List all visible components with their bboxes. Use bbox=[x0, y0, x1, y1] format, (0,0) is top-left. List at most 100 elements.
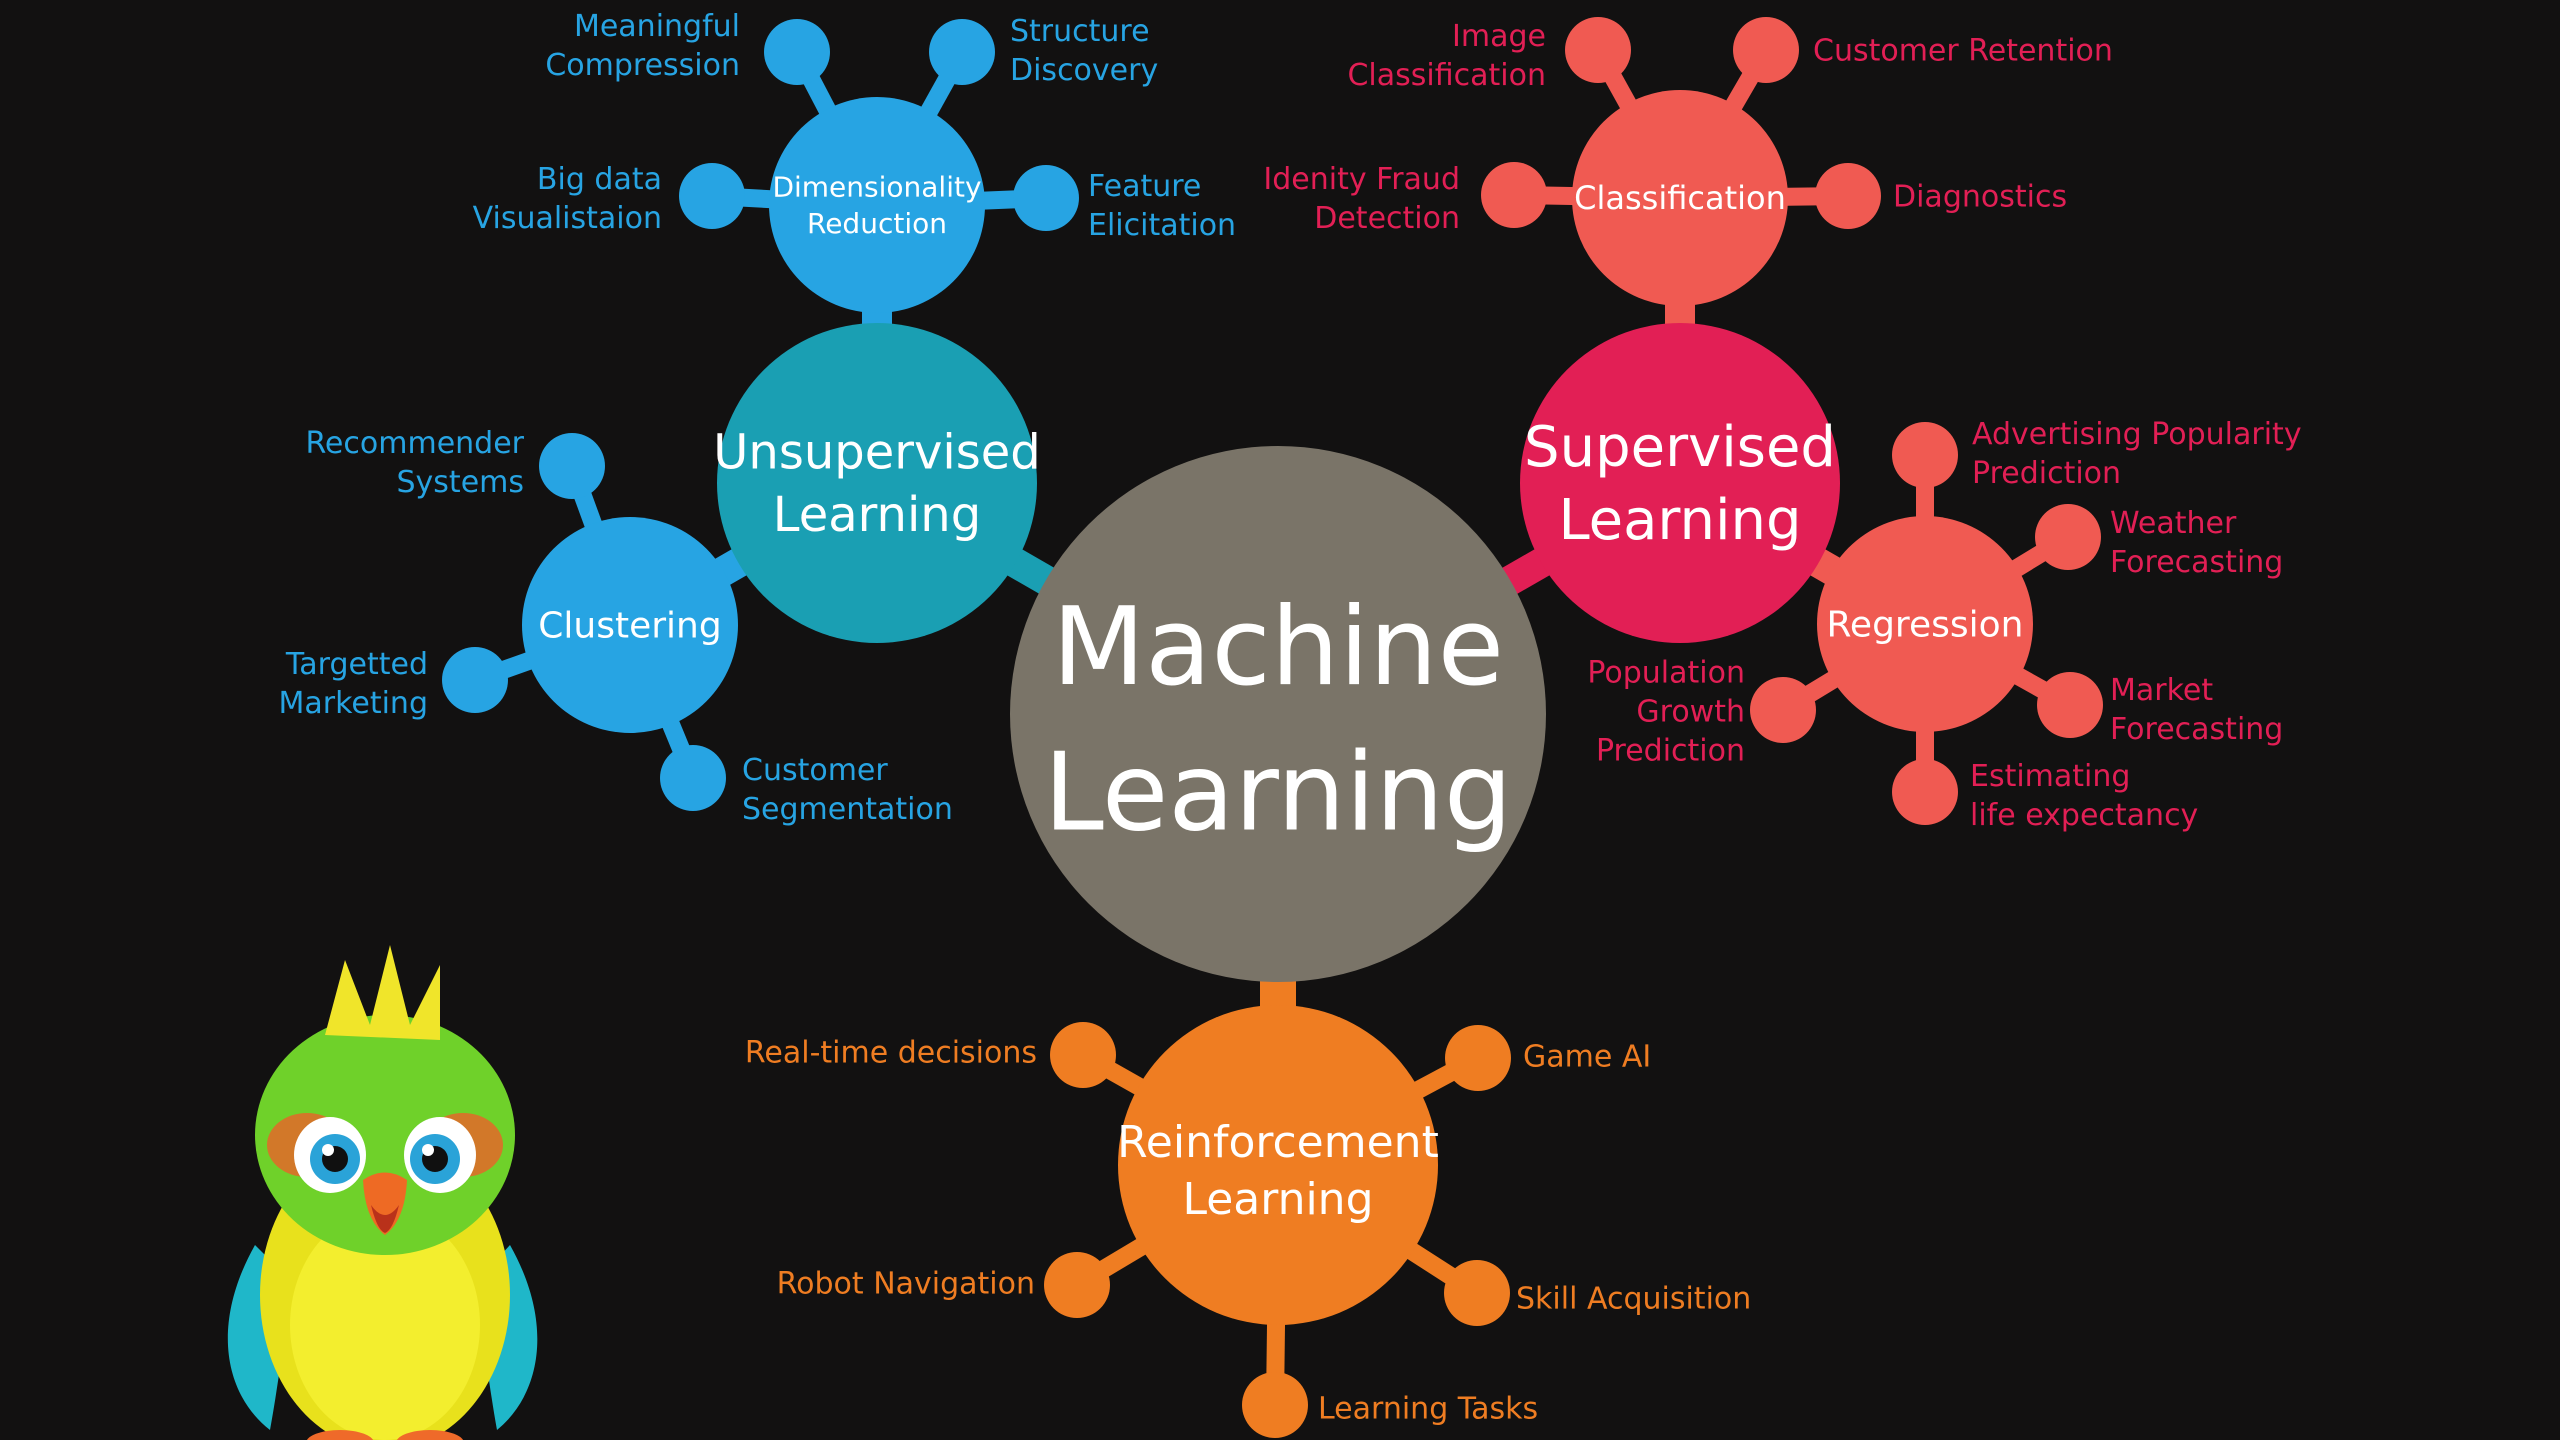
reinforcement-leaf-node bbox=[1445, 1025, 1511, 1091]
clustering-leaf-label-line: Systems bbox=[397, 465, 525, 500]
nodes bbox=[442, 17, 2103, 1438]
clustering-leaf-label-line: Marketing bbox=[278, 686, 428, 721]
dimensionality-leaf-label-line: Elicitation bbox=[1088, 208, 1236, 243]
dimensionality-leaf-node bbox=[1013, 165, 1079, 231]
regression-leaf-label-line: Weather bbox=[2110, 506, 2237, 541]
reinforcement-leaf-label: Game AI bbox=[1523, 1040, 1651, 1075]
dimensionality-leaf-label-line: Structure bbox=[1010, 14, 1150, 49]
classification-leaf-label-line: Customer Retention bbox=[1813, 34, 2113, 69]
center-title-line: Learning bbox=[1044, 731, 1513, 856]
classification-title-line: Classification bbox=[1574, 179, 1786, 217]
classification-leaf-label-line: Classification bbox=[1347, 58, 1546, 93]
reinforcement-leaf-label: Robot Navigation bbox=[777, 1267, 1035, 1302]
reinforcement-leaf-label-line: Game AI bbox=[1523, 1040, 1651, 1075]
dimensionality-leaf-label-line: Visualistaion bbox=[473, 201, 662, 236]
clustering-node bbox=[522, 517, 738, 733]
classification-leaf-label: Diagnostics bbox=[1893, 180, 2067, 215]
classification-leaf-node bbox=[1733, 17, 1799, 83]
regression-title: Regression bbox=[1827, 605, 2024, 646]
dimensionality-node bbox=[769, 97, 985, 313]
reinforcement-leaf-node bbox=[1050, 1022, 1116, 1088]
clustering-leaf-label-line: Customer bbox=[742, 753, 888, 788]
regression-leaf-label-line: Advertising Popularity bbox=[1972, 417, 2302, 452]
center-title-line: Machine bbox=[1052, 585, 1504, 710]
reinforcement-title-line: Reinforcement bbox=[1117, 1117, 1439, 1168]
supervised-node bbox=[1520, 323, 1840, 643]
center-node bbox=[1010, 446, 1546, 982]
dimensionality-leaf-node bbox=[929, 19, 995, 85]
regression-leaf-node bbox=[1750, 677, 1816, 743]
regression-leaf-label-line: Forecasting bbox=[2110, 545, 2283, 580]
dimensionality-leaf-label-line: Feature bbox=[1088, 169, 1201, 204]
dimensionality-leaf-node bbox=[679, 163, 745, 229]
reinforcement-leaf-node bbox=[1044, 1252, 1110, 1318]
regression-leaf-node bbox=[1892, 422, 1958, 488]
dimensionality-leaf-label-line: Big data bbox=[537, 162, 662, 197]
classification-leaf-node bbox=[1565, 17, 1631, 83]
reinforcement-title-line: Learning bbox=[1182, 1174, 1373, 1225]
clustering-leaf-label-line: Recommender bbox=[305, 426, 524, 461]
dimensionality-title-line: Reduction bbox=[807, 207, 947, 240]
clustering-leaf-label-line: Targetted bbox=[285, 647, 428, 682]
reinforcement-node bbox=[1118, 1005, 1438, 1325]
parrot-mascot bbox=[227, 945, 538, 1440]
regression-leaf-label-line: Prediction bbox=[1972, 456, 2121, 491]
regression-leaf-label-line: life expectancy bbox=[1970, 798, 2198, 833]
reinforcement-leaf-node bbox=[1242, 1372, 1308, 1438]
dimensionality-leaf-label-line: Meaningful bbox=[574, 9, 740, 44]
classification-leaf-label-line: Idenity Fraud bbox=[1263, 162, 1460, 197]
dimensionality-title-line: Dimensionality bbox=[772, 171, 981, 204]
reinforcement-leaf-label-line: Learning Tasks bbox=[1318, 1392, 1538, 1427]
reinforcement-leaf-label: Real-time decisions bbox=[745, 1036, 1037, 1071]
reinforcement-leaf-label-line: Robot Navigation bbox=[777, 1267, 1035, 1302]
regression-leaf-label-line: Growth bbox=[1636, 695, 1745, 730]
dimensionality-leaf-label-line: Compression bbox=[545, 48, 740, 83]
clustering-title: Clustering bbox=[538, 606, 721, 647]
unsupervised-title-line: Unsupervised bbox=[713, 425, 1040, 481]
clustering-leaf-node bbox=[660, 745, 726, 811]
regression-node bbox=[1817, 516, 2033, 732]
clustering-leaf-label-line: Segmentation bbox=[742, 792, 953, 827]
supervised-title-line: Supervised bbox=[1524, 415, 1836, 480]
regression-leaf-label-line: Prediction bbox=[1596, 734, 1745, 769]
clustering-leaf-node bbox=[442, 647, 508, 713]
unsupervised-title-line: Learning bbox=[773, 487, 981, 543]
classification-leaf-label-line: Diagnostics bbox=[1893, 180, 2067, 215]
regression-title-line: Regression bbox=[1827, 605, 2024, 646]
regression-leaf-label-line: Market bbox=[2110, 673, 2213, 708]
dimensionality-leaf-label-line: Discovery bbox=[1010, 53, 1158, 88]
clustering-leaf-node bbox=[539, 433, 605, 499]
regression-leaf-label-line: Population bbox=[1587, 656, 1745, 691]
regression-leaf-node bbox=[2035, 504, 2101, 570]
supervised-title-line: Learning bbox=[1558, 488, 1801, 553]
regression-leaf-node bbox=[2037, 672, 2103, 738]
classification-title: Classification bbox=[1574, 179, 1786, 217]
reinforcement-leaf-label-line: Real-time decisions bbox=[745, 1036, 1037, 1071]
reinforcement-leaf-node bbox=[1444, 1260, 1510, 1326]
reinforcement-leaf-label: Skill Acquisition bbox=[1516, 1282, 1751, 1317]
regression-leaf-label-line: Forecasting bbox=[2110, 712, 2283, 747]
classification-leaf-label: Customer Retention bbox=[1813, 34, 2113, 69]
reinforcement-leaf-label: Learning Tasks bbox=[1318, 1392, 1538, 1427]
classification-leaf-label-line: Image bbox=[1452, 19, 1546, 54]
classification-leaf-label-line: Detection bbox=[1314, 201, 1460, 236]
clustering-title-line: Clustering bbox=[538, 606, 721, 647]
